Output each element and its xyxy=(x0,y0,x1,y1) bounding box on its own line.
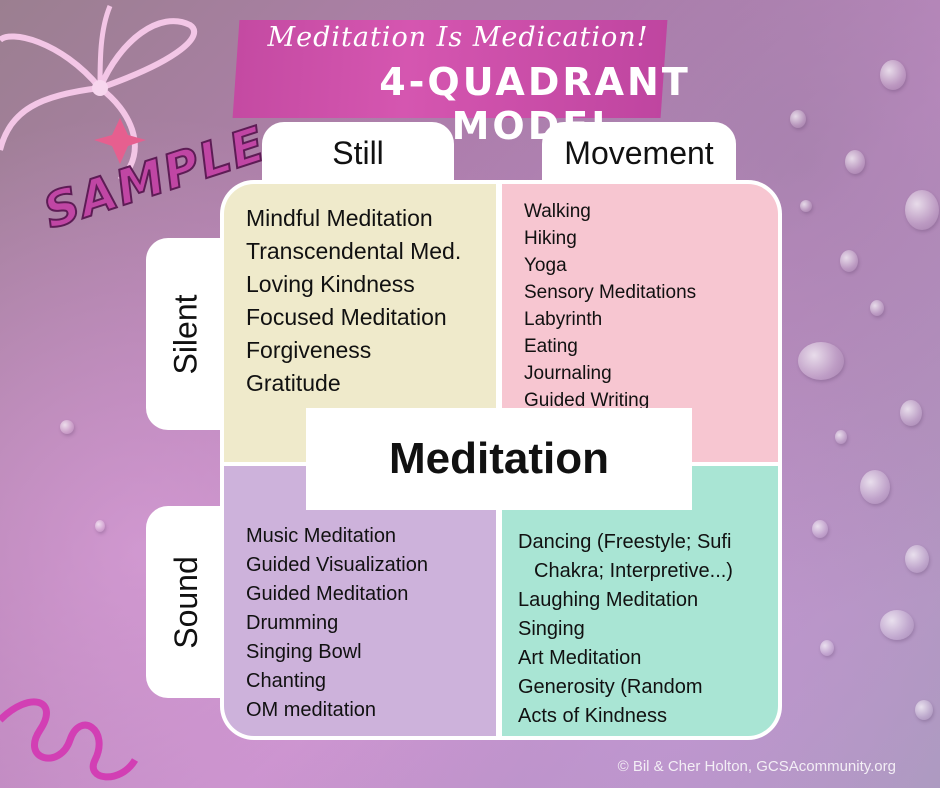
quadrant-still-sound xyxy=(224,466,496,736)
list-item: Transcendental Med. xyxy=(246,238,462,264)
list-item: Chanting xyxy=(246,670,327,692)
copyright-notice: © Bil & Cher Holton, GCSAcommunity.org xyxy=(617,758,896,775)
still-sound-list: Music Meditation Guided Visualization Gu… xyxy=(246,522,428,725)
column-header-still: Still xyxy=(262,122,454,184)
list-item: Singing xyxy=(518,618,585,640)
list-item: Mindful Meditation xyxy=(246,205,433,231)
list-item: Loving Kindness xyxy=(246,271,415,297)
movement-silent-list: Walking Hiking Yoga Sensory Meditations … xyxy=(524,198,696,414)
list-item: Forgiveness xyxy=(246,337,372,363)
list-item: Journaling xyxy=(524,363,612,384)
list-item: Dancing (Freestyle; Sufi xyxy=(518,531,732,553)
list-item: Focused Meditation xyxy=(246,304,447,330)
list-item: Laughing Meditation xyxy=(518,589,699,611)
movement-sound-list: Dancing (Freestyle; Sufi Chakra; Interpr… xyxy=(518,528,733,731)
list-item: Hiking xyxy=(524,228,577,249)
list-item: Singing Bowl xyxy=(246,641,362,663)
list-item: Generosity (Random xyxy=(518,676,703,698)
list-item: Guided Writing xyxy=(524,390,650,411)
list-item: Eating xyxy=(524,336,578,357)
center-label: Meditation xyxy=(306,408,692,510)
row-header-silent: Silent xyxy=(146,238,226,430)
list-item: Sensory Meditations xyxy=(524,282,697,303)
list-item: Labyrinth xyxy=(524,309,603,330)
list-item: Music Meditation xyxy=(246,525,397,547)
quadrant-movement-sound xyxy=(502,466,778,736)
list-item: Yoga xyxy=(524,255,567,276)
column-header-movement: Movement xyxy=(542,122,736,184)
list-item: OM meditation xyxy=(246,699,377,721)
list-item: Guided Visualization xyxy=(246,554,428,576)
list-item: Acts of Kindness xyxy=(518,705,667,727)
list-item: Art Meditation xyxy=(518,647,642,669)
row-header-sound: Sound xyxy=(146,506,226,698)
spiral-ribbon-icon xyxy=(0,698,138,781)
list-item: Chakra; Interpretive...) xyxy=(534,560,733,582)
row-header-sound-label: Sound xyxy=(167,555,204,649)
list-item: Drumming xyxy=(246,612,339,634)
row-header-silent-label: Silent xyxy=(167,293,204,375)
list-item: Guided Meditation xyxy=(246,583,409,605)
still-silent-list: Mindful Meditation Transcendental Med. L… xyxy=(246,202,461,400)
list-item: Gratitude xyxy=(246,370,341,396)
subtitle: Meditation Is Medication! xyxy=(267,22,649,53)
ribbon-bow-icon xyxy=(0,5,198,183)
list-item: Walking xyxy=(524,201,591,222)
